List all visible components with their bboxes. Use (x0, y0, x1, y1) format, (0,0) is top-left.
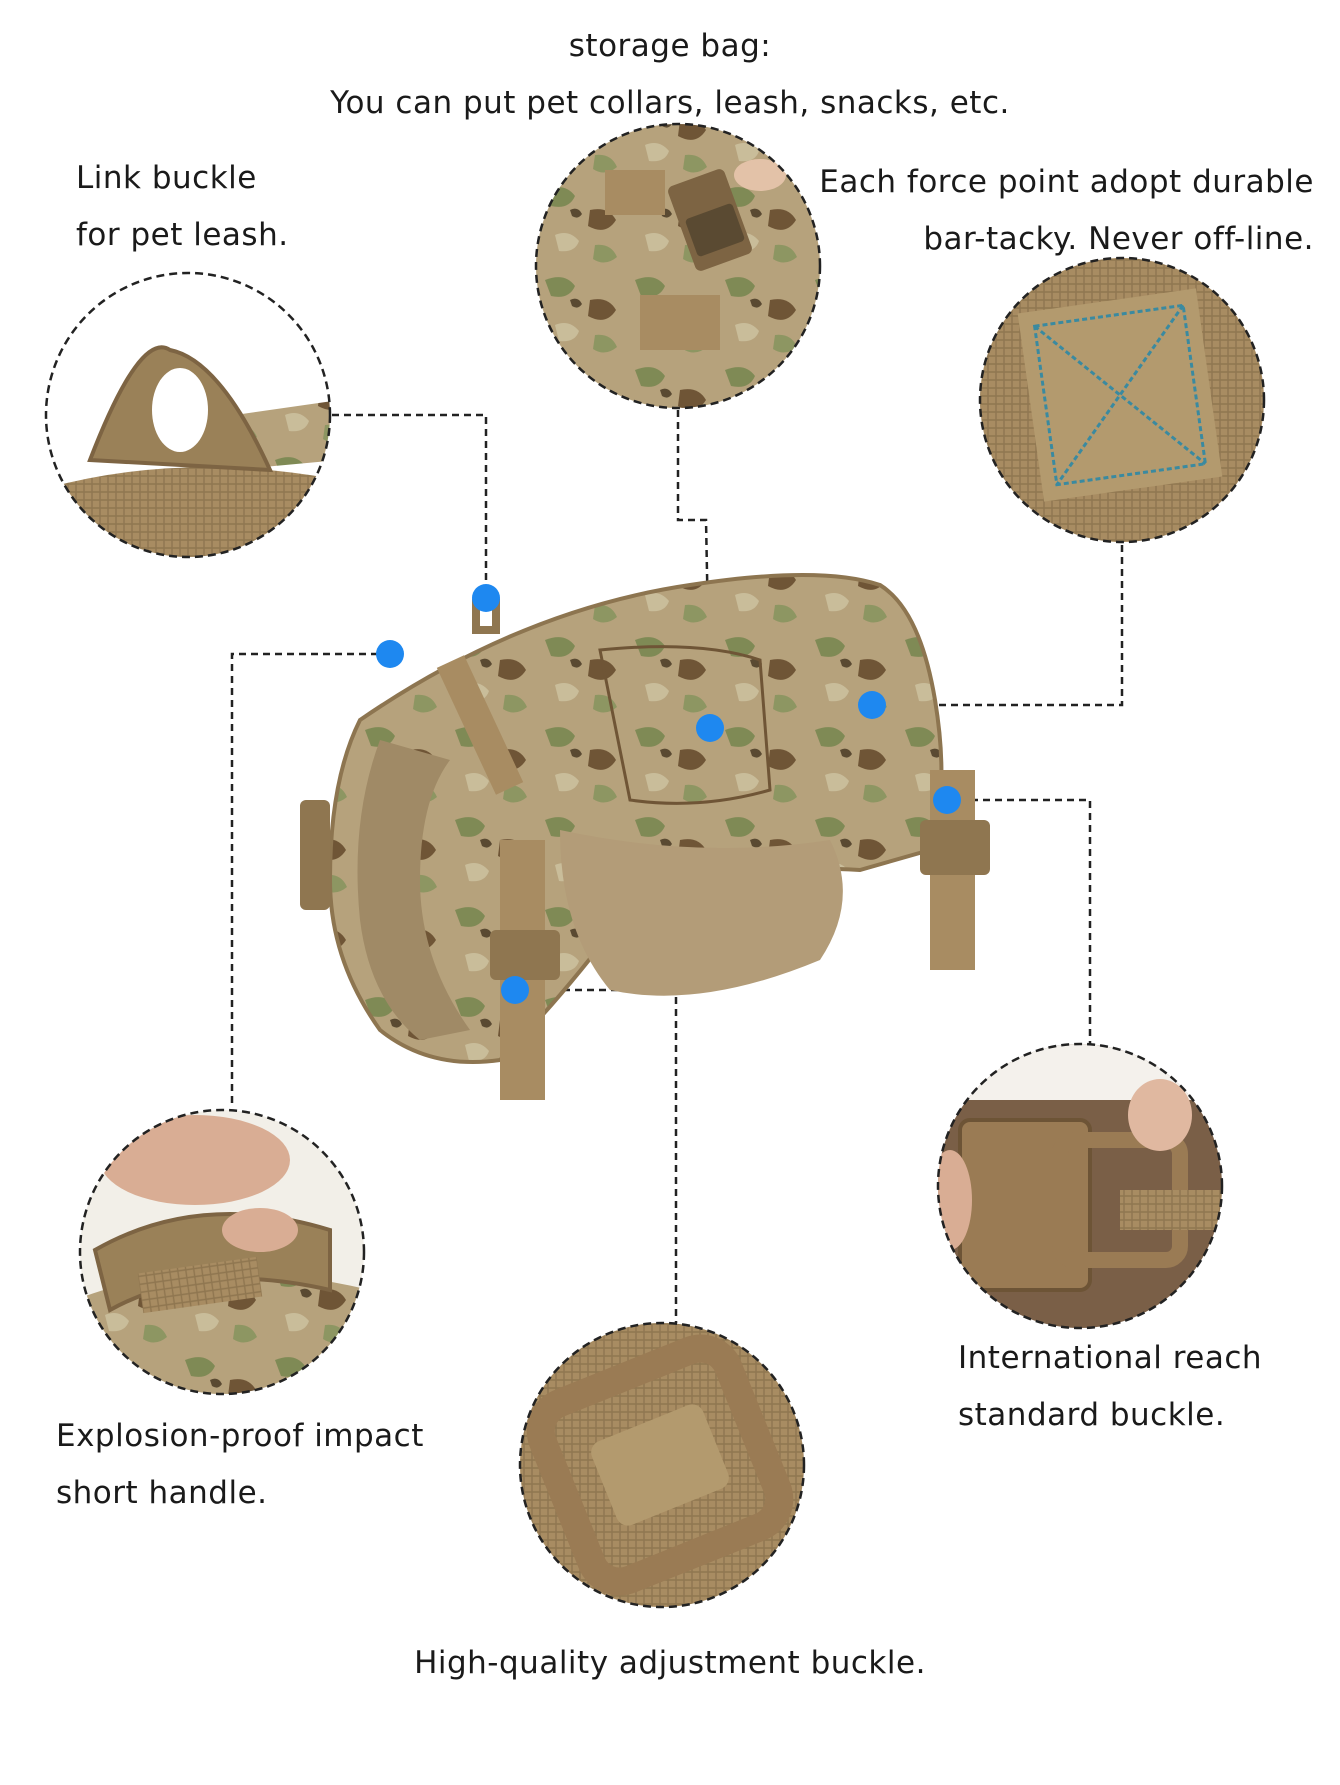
marker-link-buckle (472, 584, 500, 612)
detail-circle-storage-bag (534, 122, 822, 410)
handle-line1: Explosion-proof impact (56, 1418, 424, 1454)
callout-reach-buckle: International reach standard buckle. (958, 1330, 1262, 1444)
reach-buckle-line2: standard buckle. (958, 1397, 1226, 1433)
leader-force-point (872, 545, 1124, 707)
callout-storage-bag: storage bag: You can put pet collars, le… (330, 18, 1010, 132)
force-point-line1: Each force point adopt durable (819, 164, 1314, 200)
handle-line2: short handle. (56, 1475, 268, 1511)
callout-force-point: Each force point adopt durable bar-tacky… (819, 154, 1314, 268)
detail-circle-link-buckle (44, 271, 332, 559)
marker-force-point (858, 691, 886, 719)
leader-handle (230, 652, 390, 1108)
callout-adjustment-buckle: High-quality adjustment buckle. (370, 1635, 970, 1692)
marker-reach-buckle (933, 786, 961, 814)
leader-link-buckle (332, 413, 488, 598)
marker-handle (376, 640, 404, 668)
detail-circle-force-point (978, 256, 1266, 544)
storage-bag-desc: You can put pet collars, leash, snacks, … (330, 85, 1010, 121)
marker-storage-bag (696, 714, 724, 742)
detail-circle-adjustment-buckle (518, 1321, 806, 1609)
link-buckle-line2: for pet leash. (76, 217, 289, 253)
force-point-line2: bar-tacky. Never off-line. (923, 221, 1314, 257)
detail-circle-reach-buckle (936, 1042, 1224, 1330)
reach-buckle-line1: International reach (958, 1340, 1263, 1376)
markers (376, 584, 961, 1004)
callout-handle: Explosion-proof impact short handle. (56, 1408, 424, 1522)
marker-adjustment (501, 976, 529, 1004)
storage-bag-title: storage bag: (568, 28, 772, 64)
adjustment-buckle-line1: High-quality adjustment buckle. (414, 1645, 926, 1681)
harness-body (300, 573, 990, 1100)
link-buckle-line1: Link buckle (76, 160, 257, 196)
detail-circle-handle (78, 1108, 366, 1396)
leader-reach-buckle (947, 798, 1092, 1044)
callout-link-buckle: Link buckle for pet leash. (76, 150, 289, 264)
